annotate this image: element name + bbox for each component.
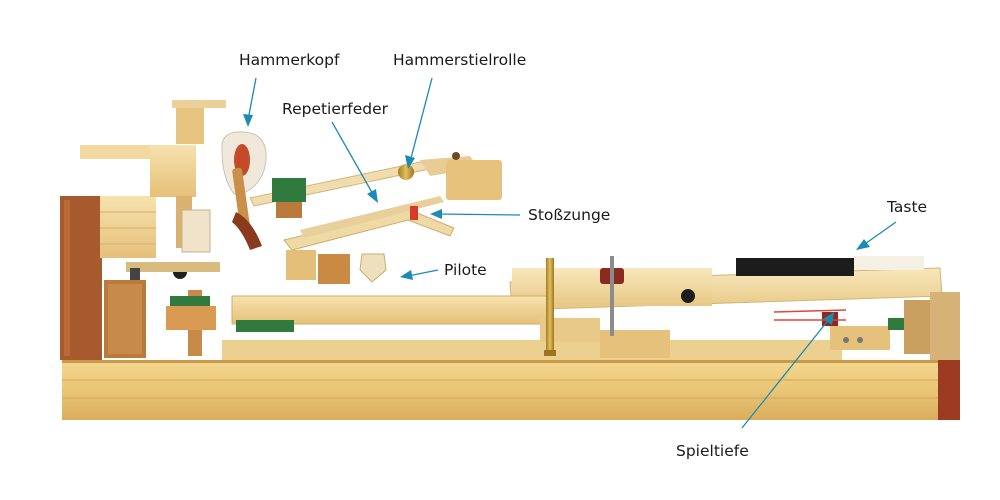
hammer-butt <box>398 152 502 200</box>
leader-pilote <box>400 269 439 280</box>
whippen <box>283 196 455 284</box>
label-repetierfeder: Repetierfeder <box>282 100 389 118</box>
keybed-base <box>62 360 960 420</box>
leader-hammerstielrolle <box>405 77 433 169</box>
label-pilote: Pilote <box>444 261 487 279</box>
key <box>509 256 943 311</box>
label-taste: Taste <box>887 198 928 216</box>
label-stosszunge: Stoßzunge <box>528 206 611 224</box>
leader-taste <box>856 221 897 250</box>
leader-hammerkopf <box>243 77 257 127</box>
balance-rail <box>222 295 842 360</box>
hammer-head <box>221 131 267 250</box>
damper-felt <box>272 178 306 218</box>
hammer-rail-blocks <box>80 100 226 248</box>
label-hammerstielrolle: Hammerstielrolle <box>393 51 527 69</box>
action-rail-block <box>60 196 156 360</box>
leader-spieltiefe <box>741 312 834 429</box>
leader-repetierfeder <box>331 121 378 203</box>
label-spieltiefe: Spieltiefe <box>676 442 749 460</box>
leader-stosszunge <box>430 209 521 219</box>
capstan-screw <box>600 256 624 336</box>
front-rail <box>822 292 960 360</box>
key-depth-marker <box>773 309 847 321</box>
label-hammerkopf: Hammerkopf <box>239 51 340 69</box>
balance-pin <box>544 258 556 356</box>
damper-linkage <box>126 209 220 356</box>
